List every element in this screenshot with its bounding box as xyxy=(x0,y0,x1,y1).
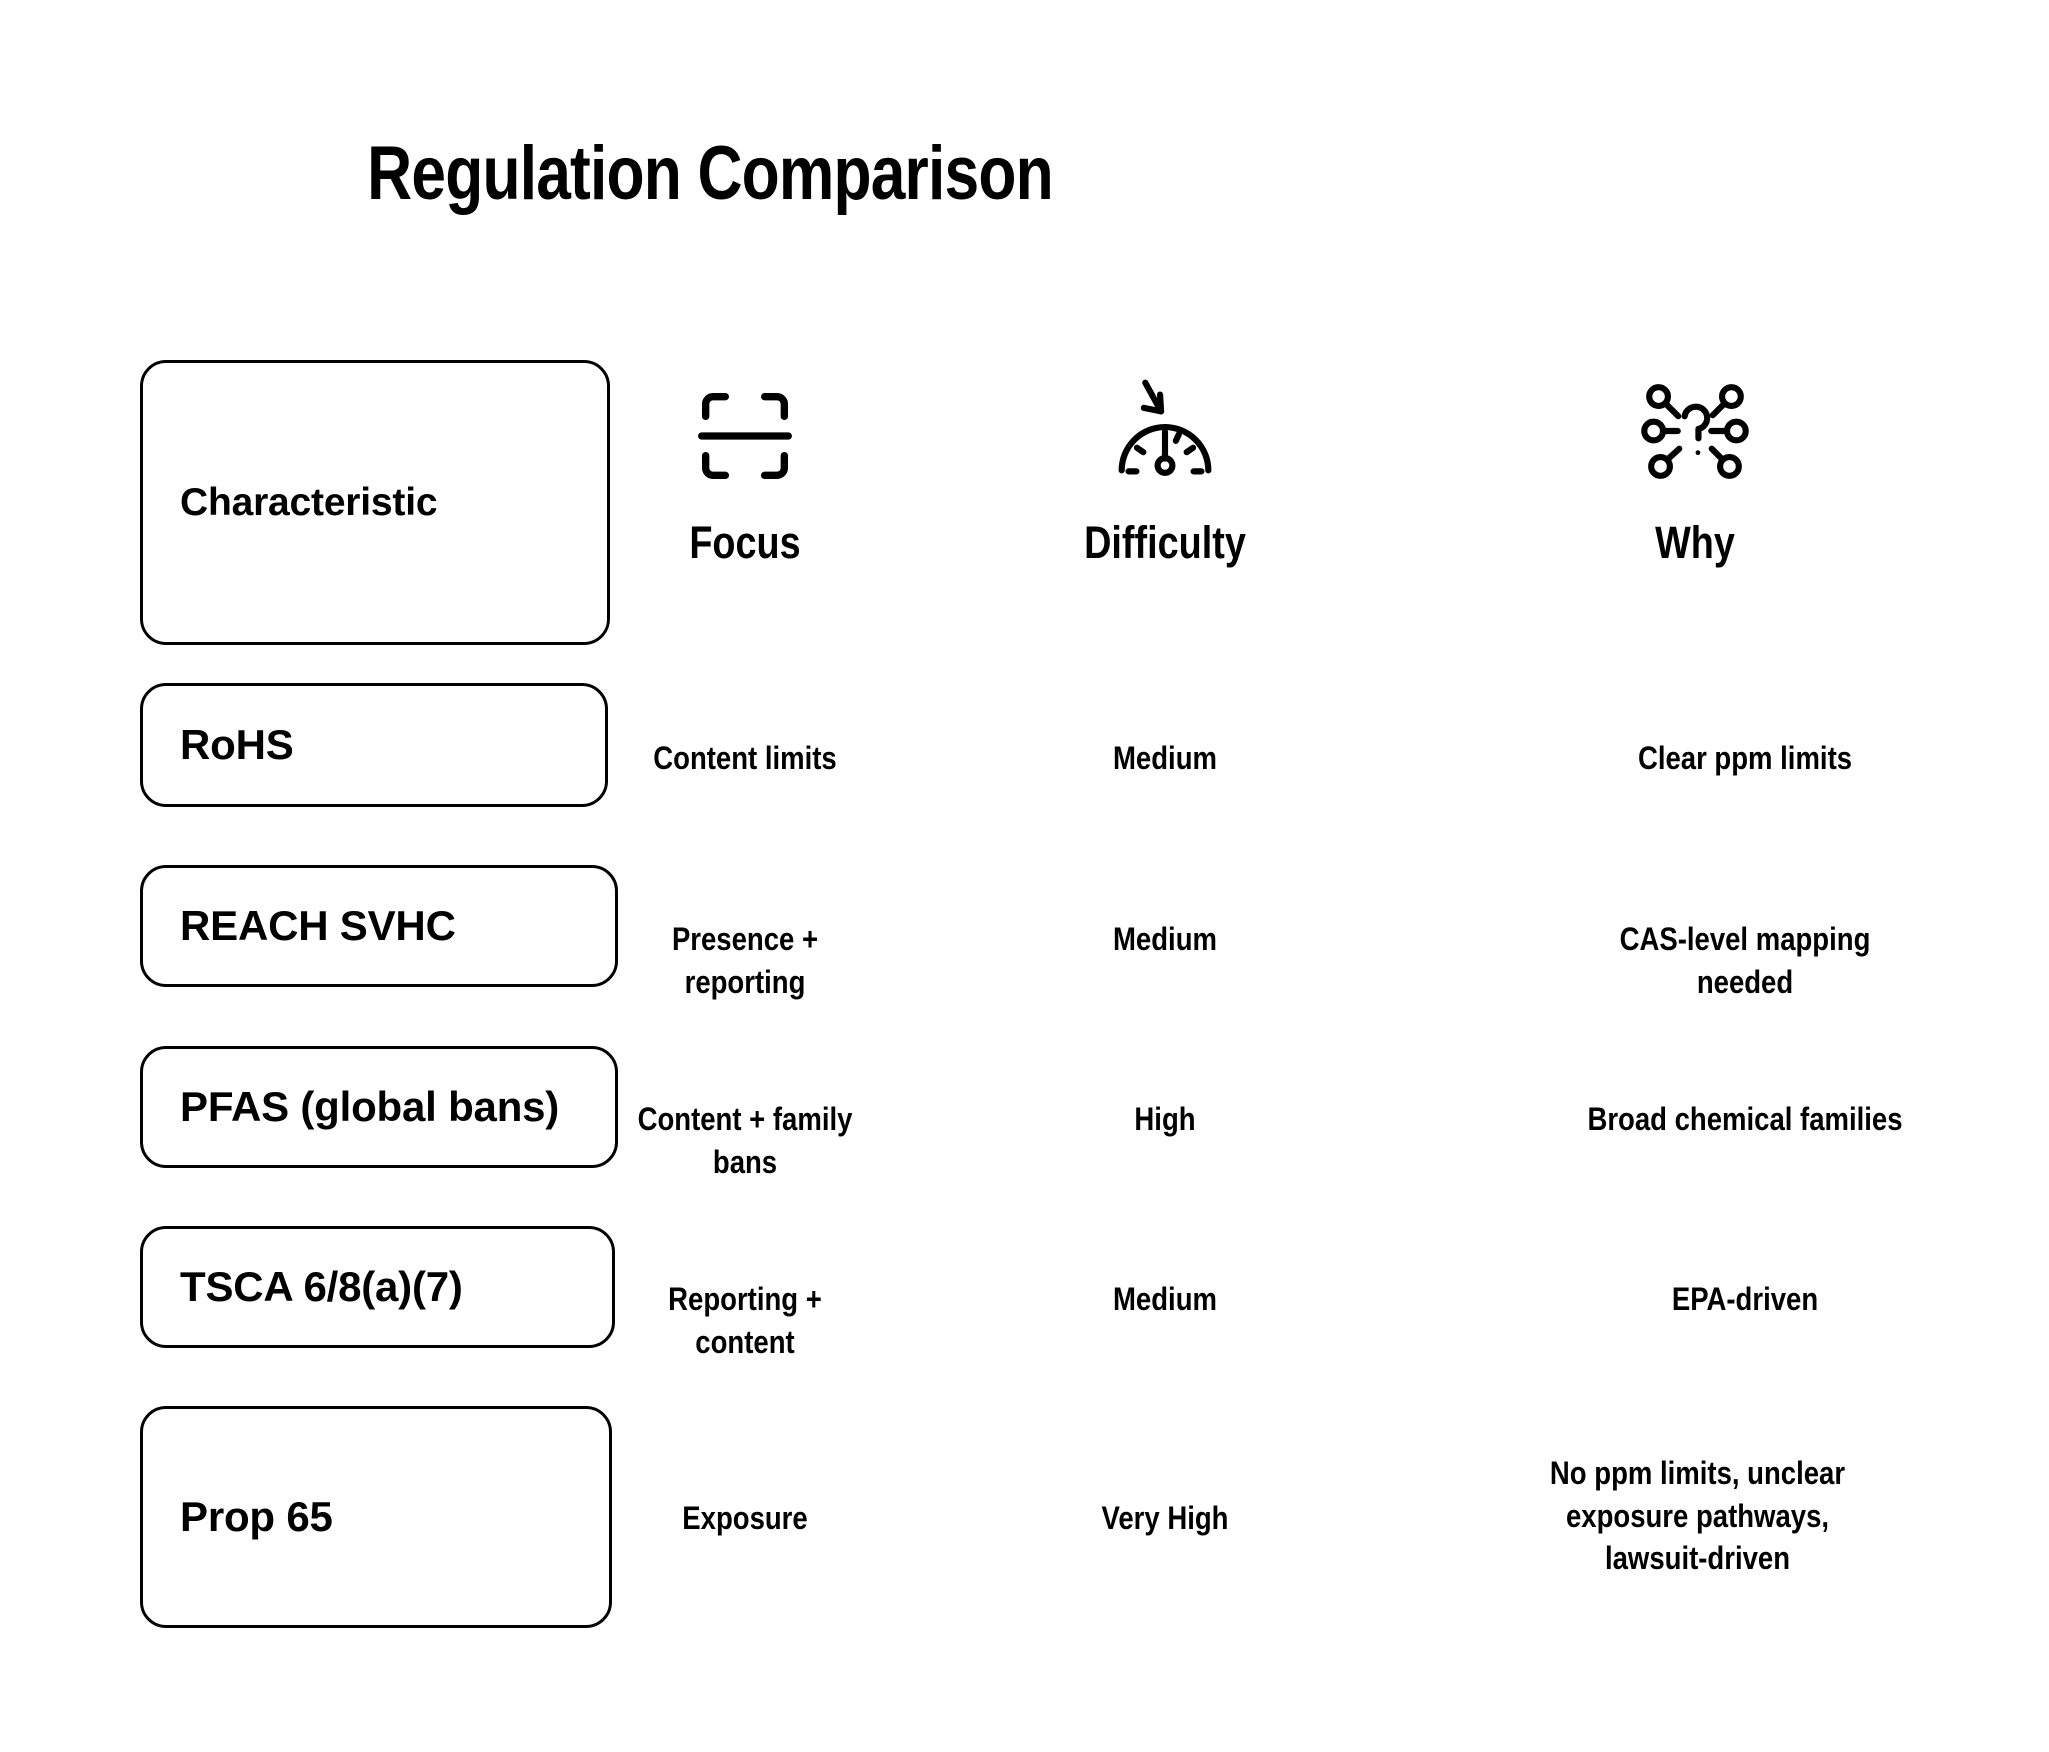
row-header-characteristic-box: Characteristic xyxy=(140,360,610,645)
question-network-icon xyxy=(1560,365,1830,495)
row-label: RoHS xyxy=(180,721,294,768)
row-label-box[interactable]: TSCA 6/8(a)(7) xyxy=(140,1226,615,1348)
gauge-arrow-down-icon xyxy=(1030,365,1300,495)
column-header-why: Why xyxy=(1560,365,1830,569)
cell-difficulty: High xyxy=(1134,1101,1196,1137)
row-label-box[interactable]: RoHS xyxy=(140,683,608,807)
row-label: REACH SVHC xyxy=(180,902,456,949)
cell-difficulty: Medium xyxy=(1113,740,1217,776)
cell-difficulty: Medium xyxy=(1113,921,1217,957)
cell-why: Clear ppm limits xyxy=(1637,740,1853,776)
cell-focus: Reporting + content xyxy=(668,1281,822,1360)
column-header-difficulty-label: Difficulty xyxy=(1084,517,1246,568)
column-header-difficulty: Difficulty xyxy=(1030,365,1300,569)
cell-why: No ppm limits, unclear exposure pathways… xyxy=(1549,1455,1846,1577)
row-header-characteristic-label: Characteristic xyxy=(180,480,438,524)
column-header-focus-label: Focus xyxy=(689,517,801,568)
scan-focus-icon xyxy=(610,365,880,495)
column-header-focus: Focus xyxy=(610,365,880,569)
row-label-box[interactable]: REACH SVHC xyxy=(140,865,618,987)
row-label: Prop 65 xyxy=(180,1493,333,1540)
cell-focus: Exposure xyxy=(682,1500,808,1536)
row-label: TSCA 6/8(a)(7) xyxy=(180,1263,463,1310)
cell-why: Broad chemical families xyxy=(1587,1101,1903,1137)
cell-why: EPA-driven xyxy=(1671,1281,1819,1317)
cell-focus: Content + family bans xyxy=(637,1101,853,1180)
cell-difficulty: Very High xyxy=(1101,1500,1229,1536)
cell-focus: Content limits xyxy=(653,740,837,776)
cell-difficulty: Medium xyxy=(1113,1281,1217,1317)
cell-focus: Presence + reporting xyxy=(671,921,819,1000)
cell-why: CAS-level mapping needed xyxy=(1619,921,1871,1000)
row-label: PFAS (global bans) xyxy=(180,1083,560,1130)
row-label-box[interactable]: PFAS (global bans) xyxy=(140,1046,618,1168)
page-title: Regulation Comparison xyxy=(367,131,1053,216)
row-label-box[interactable]: Prop 65 xyxy=(140,1406,612,1628)
column-header-why-label: Why xyxy=(1655,517,1735,568)
